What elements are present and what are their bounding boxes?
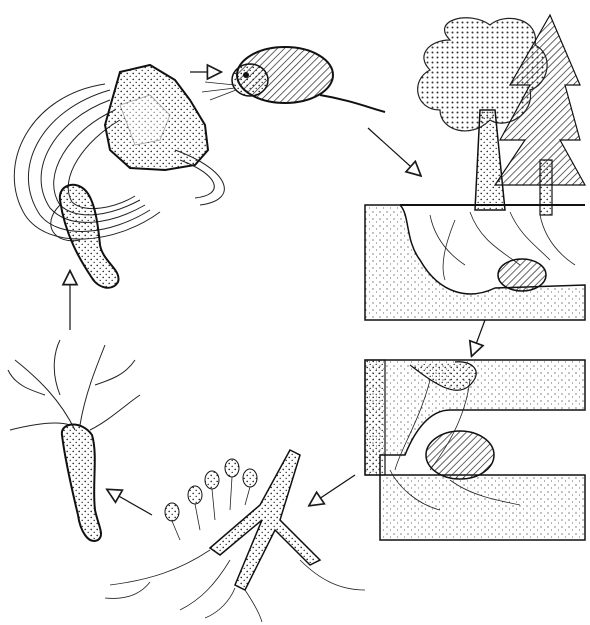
arrow-3 (472, 320, 485, 355)
hyphae-icon (105, 450, 365, 622)
mycorrhizal-roots-icon (365, 360, 585, 540)
arrow-2 (368, 128, 420, 175)
arrow-4 (310, 475, 355, 505)
trees-icon (418, 15, 585, 215)
root-tip-icon (8, 340, 140, 541)
truffle-fruiting-body-icon (14, 65, 224, 288)
vole-icon (202, 47, 385, 112)
burrow-vole-icon (365, 205, 585, 320)
arrow-5 (108, 490, 152, 515)
